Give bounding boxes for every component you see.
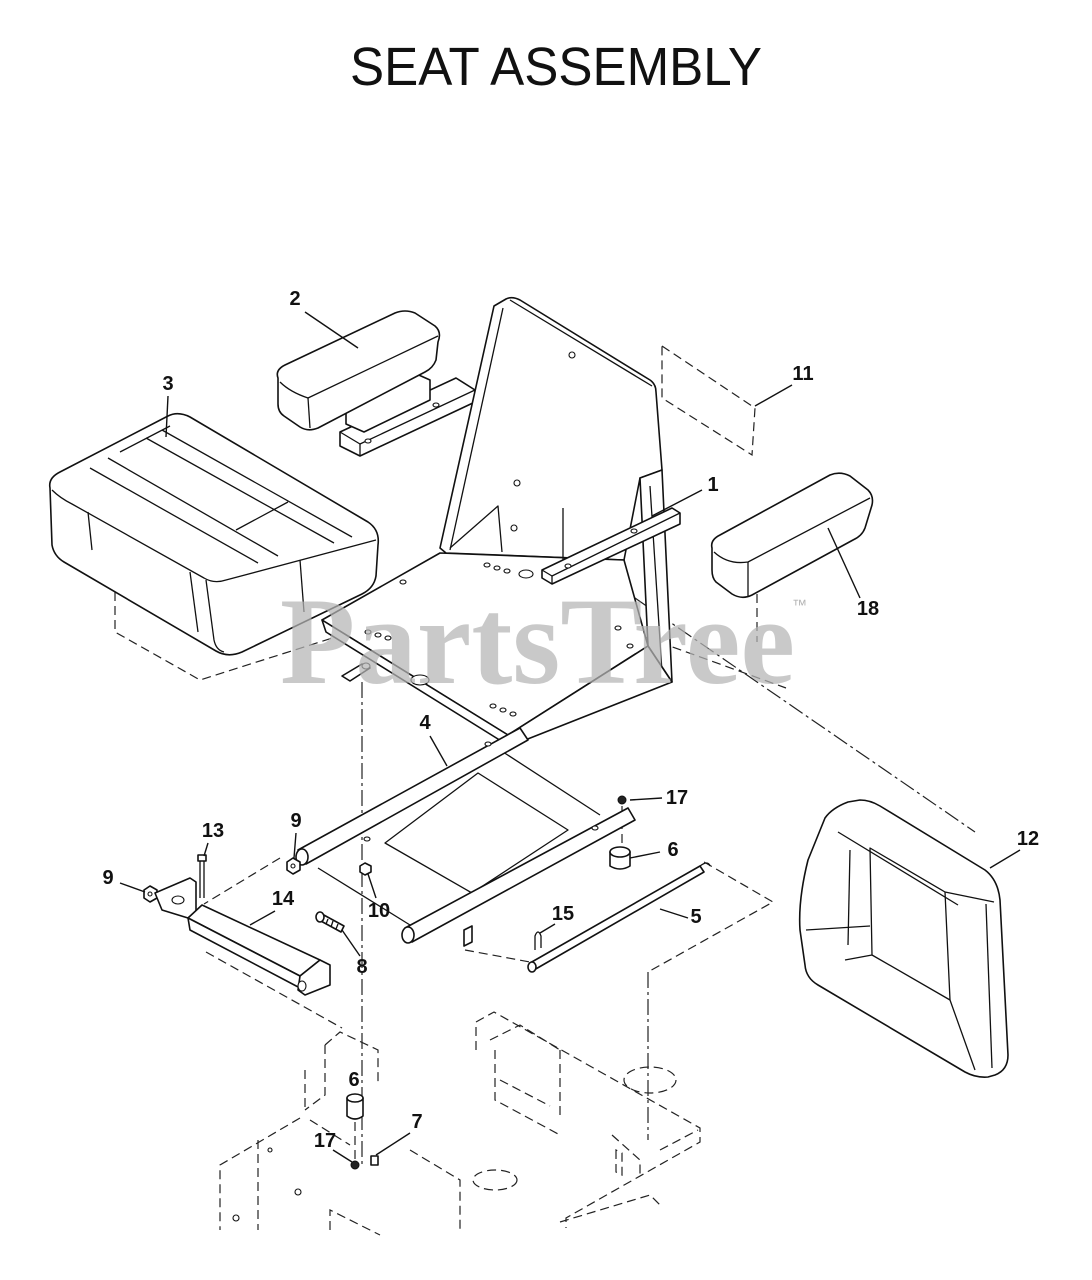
callout-13: 13 xyxy=(202,820,224,842)
callout-11: 11 xyxy=(792,363,813,385)
bumper-lower xyxy=(346,1093,364,1120)
watermark-trademark: ™ xyxy=(792,597,807,614)
bumper-upper xyxy=(609,846,631,870)
chassis-outline xyxy=(219,1011,701,1236)
callout-9-upper: 9 xyxy=(290,810,301,832)
seat-rod xyxy=(527,862,711,973)
callout-2: 2 xyxy=(289,288,300,310)
back-cushion xyxy=(798,799,1009,1078)
nut-9-upper xyxy=(286,857,301,875)
callout-10: 10 xyxy=(368,900,390,922)
callout-14: 14 xyxy=(272,888,295,910)
mount-bracket xyxy=(154,877,331,996)
nut-9-left xyxy=(143,885,158,903)
callout-4: 4 xyxy=(419,712,431,734)
callout-5: 5 xyxy=(690,906,701,928)
armrest-pad-left xyxy=(276,310,476,457)
callout-6-upper: 6 xyxy=(667,839,678,861)
seat-cushion xyxy=(48,412,380,656)
callout-8: 8 xyxy=(356,956,367,978)
watermark: PartsTree ™ xyxy=(280,573,807,710)
bolt-13 xyxy=(197,854,207,898)
callout-9-left: 9 xyxy=(102,867,113,889)
nut-10 xyxy=(359,862,372,876)
watermark-text: PartsTree xyxy=(280,573,795,710)
callout-17-lower: 17 xyxy=(314,1130,336,1152)
callout-18: 18 xyxy=(857,598,879,620)
page-title: SEAT ASSEMBLY xyxy=(350,37,762,97)
seat-pan xyxy=(321,296,681,747)
callout-3: 3 xyxy=(162,373,173,395)
armrest-pad-right xyxy=(710,472,874,599)
leader-lines xyxy=(119,311,1021,1163)
nut-lower xyxy=(350,1160,360,1170)
callout-12: 12 xyxy=(1017,828,1039,850)
callout-6-lower: 6 xyxy=(348,1069,359,1091)
callout-7: 7 xyxy=(411,1111,422,1133)
callouts: 2 3 11 1 18 4 17 13 9 6 12 9 14 10 15 5 … xyxy=(102,288,1039,1152)
bolt-8 xyxy=(315,911,345,933)
nut-upper xyxy=(617,795,627,805)
callout-15: 15 xyxy=(552,903,574,925)
bolt-7 xyxy=(370,1155,379,1166)
decal-outline xyxy=(661,344,756,457)
callout-17-upper: 17 xyxy=(666,787,688,809)
seat-frame xyxy=(295,727,636,947)
cotter-pin xyxy=(534,931,542,950)
callout-1: 1 xyxy=(707,474,718,496)
